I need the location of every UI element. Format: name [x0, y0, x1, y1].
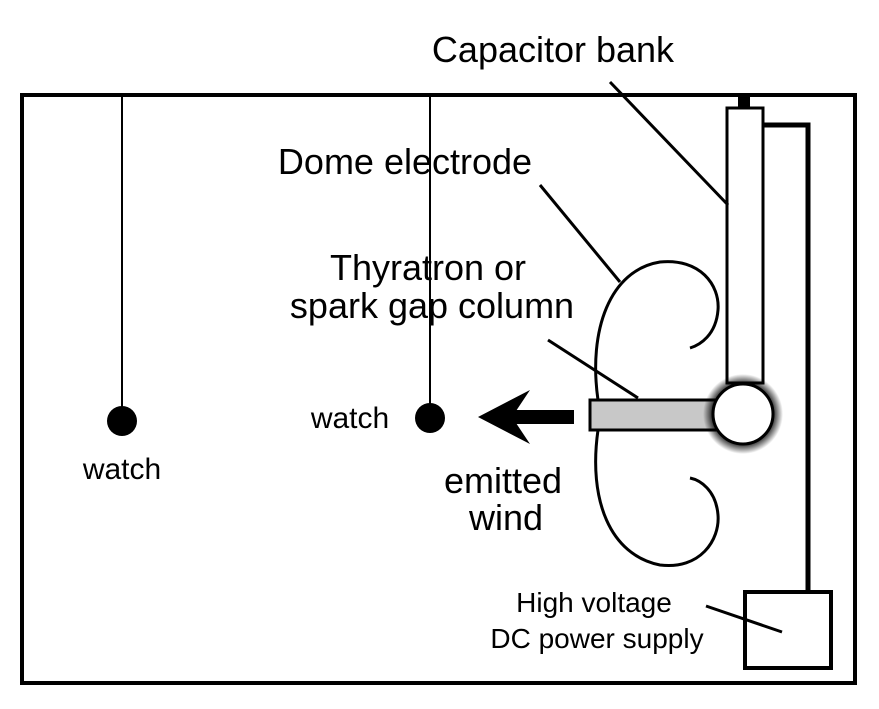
watch-center-label: watch — [310, 402, 389, 435]
emitted-wind-label-line1: emitted — [444, 460, 562, 501]
center-watch-bob — [415, 403, 445, 433]
watch-left-label: watch — [82, 453, 161, 486]
dome-electrode-label: Dome electrode — [278, 141, 532, 182]
capacitor-terminal — [738, 97, 750, 109]
spark-gap-leader-line — [547, 338, 639, 400]
dome-electrode-upper — [594, 260, 720, 401]
dome-electrode-lower — [594, 429, 720, 568]
thyratron-label-line1: Thyratron or — [330, 247, 526, 288]
emitted-wind-label-line2: wind — [468, 497, 543, 538]
thyratron-label-line2: spark gap column — [290, 285, 574, 326]
capacitor-leader-line — [608, 80, 730, 207]
capacitor-bank-label: Capacitor bank — [432, 29, 675, 70]
psu-label-line1: High voltage — [516, 587, 672, 618]
wind-arrow-icon — [478, 390, 574, 444]
spark-gap-column — [588, 398, 720, 432]
enclosure-frame — [20, 93, 857, 685]
left-watch-bob — [107, 406, 137, 436]
power-supply-box — [743, 590, 833, 670]
psu-label-line2: DC power supply — [490, 623, 703, 654]
supply-wire — [763, 122, 811, 592]
dome-sphere — [711, 382, 775, 446]
capacitor-bank — [725, 106, 765, 385]
psu-leader-line — [705, 604, 783, 634]
dome-leader-line — [538, 184, 622, 283]
